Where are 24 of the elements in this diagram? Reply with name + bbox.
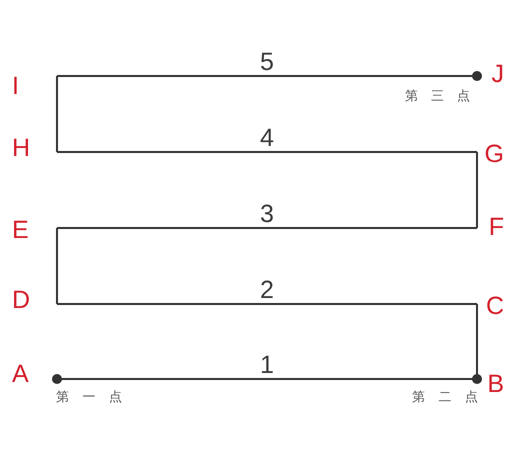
connector-line <box>56 303 478 305</box>
point-label: I <box>12 73 19 99</box>
connector-line <box>56 151 478 153</box>
point-label: J <box>492 61 504 87</box>
point-caption: 第三点 <box>405 89 470 105</box>
point-caption: 第一点 <box>56 390 122 406</box>
connector-line <box>56 227 58 305</box>
point-label: H <box>12 135 30 161</box>
point-label: F <box>488 214 504 240</box>
point-label: G <box>484 141 504 167</box>
connector-line <box>56 227 478 229</box>
edge-label: 2 <box>259 278 275 302</box>
connector-line <box>56 75 58 153</box>
point-label: A <box>12 361 29 387</box>
point-caption: 第二点 <box>412 390 478 406</box>
point-label: B <box>487 371 504 397</box>
point-label: E <box>12 217 29 243</box>
connector-line <box>476 151 478 229</box>
edge-label: 1 <box>259 353 275 377</box>
edge-label: 3 <box>259 202 275 226</box>
edge-label: 5 <box>259 50 275 74</box>
point-label: D <box>12 287 30 313</box>
edge-label: 4 <box>259 126 275 150</box>
point-label: C <box>486 293 504 319</box>
